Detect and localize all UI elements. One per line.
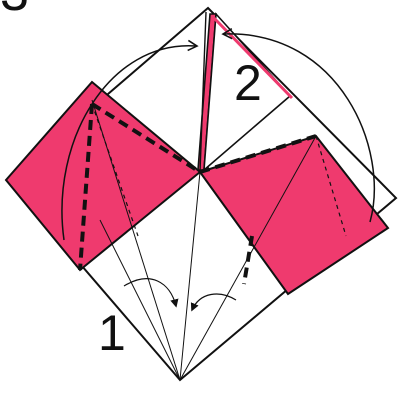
valley-fold-right-vertical xyxy=(242,235,254,285)
step-number: 3 xyxy=(0,0,29,22)
top-pleat-edge xyxy=(199,11,207,173)
fold-label-2: 2 xyxy=(234,55,262,111)
valley-fold-left-vertical xyxy=(78,103,94,271)
crease-line xyxy=(91,99,181,381)
fold-label-1: 1 xyxy=(98,305,126,361)
crease-line xyxy=(99,219,181,381)
small-arrow-right xyxy=(190,293,237,312)
fold-arrow-right xyxy=(221,28,375,223)
crease-line xyxy=(179,171,201,381)
fold-arrow-left xyxy=(61,39,199,241)
valley-fold-right xyxy=(199,134,317,174)
valley-fold-left xyxy=(90,102,202,174)
right-top-triangle xyxy=(203,12,292,172)
thin-dashed-crease xyxy=(315,135,347,237)
small-arrow-left xyxy=(123,278,179,308)
